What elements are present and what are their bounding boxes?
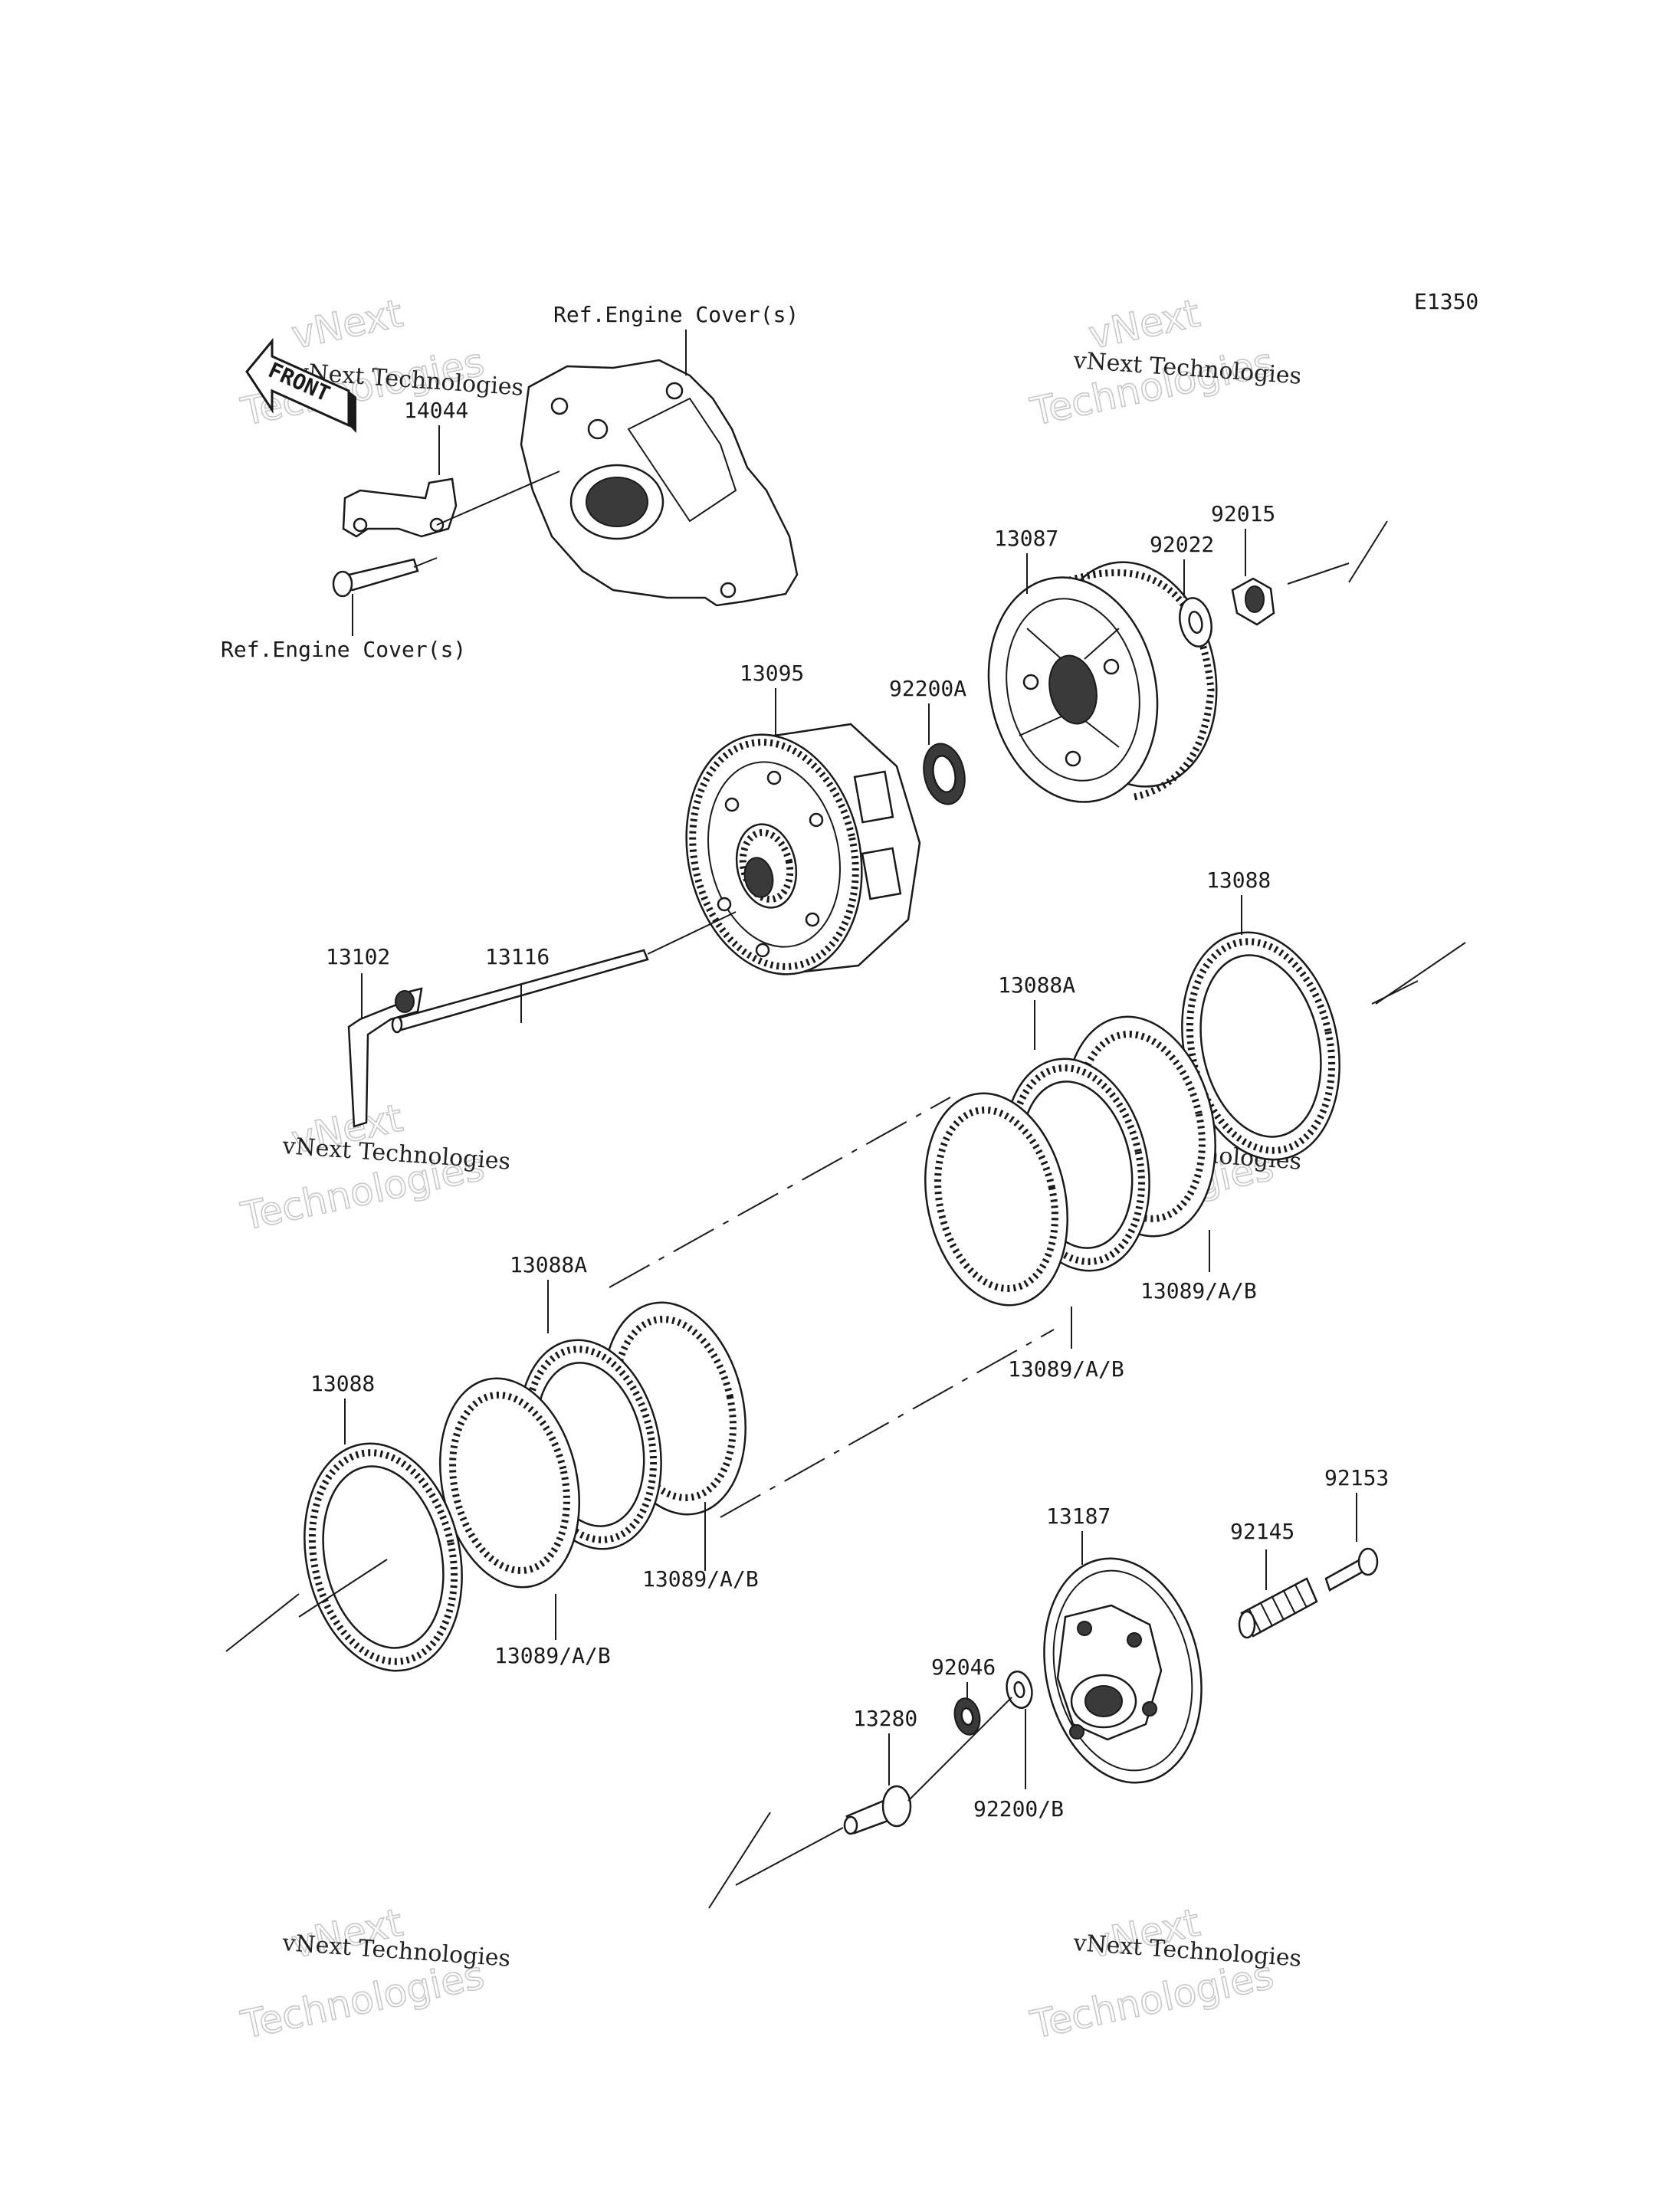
bolt-92153-part <box>1324 1547 1379 1592</box>
gear-13087-part <box>987 561 1218 803</box>
label-13187: 13187 <box>1046 1503 1111 1529</box>
label-92022: 92022 <box>1150 532 1214 557</box>
spring-92145-part <box>1238 1577 1318 1639</box>
assembly-arrow-top-right <box>1348 520 1388 583</box>
label-13095: 13095 <box>740 661 804 686</box>
label-14044: 14044 <box>404 398 468 423</box>
assembly-arrow-left <box>225 1593 300 1652</box>
label-13102: 13102 <box>326 944 390 969</box>
shim-92200A-part <box>923 743 966 805</box>
assembly-line-left <box>298 1559 388 1618</box>
assembly-line-bolt <box>413 557 438 568</box>
diagram-code: E1350 <box>1414 289 1478 314</box>
clutch-housing-13095-part <box>685 723 921 976</box>
label-13280: 13280 <box>853 1706 917 1731</box>
assembly-dash-bottom <box>720 1329 1055 1518</box>
label-13089-right: 13089/A/B <box>1140 1278 1257 1303</box>
nut-92015-part <box>1231 577 1275 626</box>
friction-plate-13088-right-part <box>1181 931 1340 1161</box>
label-13087: 13087 <box>994 526 1058 551</box>
label-13088A-top: 13088A <box>998 972 1075 998</box>
rod-13280-part <box>843 1785 912 1835</box>
watermark-vnext: vNext <box>287 291 406 358</box>
washer-92200B-part <box>1006 1671 1033 1709</box>
engine-cover-part <box>520 359 799 607</box>
watermark-bottom-right: vNext Technologies vNext Technologies <box>1026 1900 1303 2048</box>
label-13088A-left: 13088A <box>510 1252 587 1277</box>
bracket-14044-part <box>342 477 458 538</box>
label-13089-lower: 13089/A/B <box>642 1566 759 1592</box>
lever-13102-part <box>347 987 423 1128</box>
watermark-top-right: vNext Technologies vNext Technologies <box>1026 290 1303 435</box>
label-92015: 92015 <box>1211 501 1275 526</box>
label-ref-engine-cover-bottom: Ref.Engine Cover(s) <box>221 637 466 662</box>
assembly-line-right-plate <box>1371 980 1419 1005</box>
label-92153: 92153 <box>1324 1465 1389 1490</box>
label-92046: 92046 <box>931 1654 996 1680</box>
watermark-bottom-left: vNext Technologies vNext Technologies <box>237 1900 512 2048</box>
washer-92022-part <box>1179 597 1212 648</box>
assembly-arrow-right <box>1375 942 1466 1005</box>
label-13088-left: 13088 <box>310 1371 375 1396</box>
steel-plate-left-front-part <box>439 1377 580 1589</box>
friction-plate-13088-left-part <box>304 1442 463 1672</box>
assembly-line-bottom <box>907 1697 1012 1802</box>
pressure-plate-13187-part <box>1043 1557 1203 1784</box>
label-92145: 92145 <box>1230 1519 1294 1544</box>
assembly-dash-top <box>609 1097 951 1288</box>
label-13089-mid: 13089/A/B <box>1008 1356 1124 1382</box>
watermark-mid-left: vNext Technologies vNext Technologies <box>237 1095 512 1240</box>
watermark-vnext: vNext <box>1084 291 1203 358</box>
bolt-part <box>332 558 419 598</box>
label-92200B: 92200/B <box>973 1796 1064 1822</box>
label-92200A: 92200A <box>889 676 966 701</box>
label-ref-engine-cover-top: Ref.Engine Cover(s) <box>553 302 799 327</box>
label-13116: 13116 <box>485 944 550 969</box>
assembly-line-bracket <box>436 471 560 526</box>
assembly-line-nut <box>1287 562 1350 585</box>
steel-plate-mid-part <box>924 1092 1068 1307</box>
assembly-arrow-bottom <box>708 1812 771 1909</box>
assembly-line-rod <box>647 911 737 955</box>
assembly-line-bottom-left <box>735 1827 844 1886</box>
label-13088-top: 13088 <box>1206 867 1271 893</box>
label-13089-bottom: 13089/A/B <box>494 1643 611 1668</box>
bearing-92046-part <box>953 1697 981 1736</box>
